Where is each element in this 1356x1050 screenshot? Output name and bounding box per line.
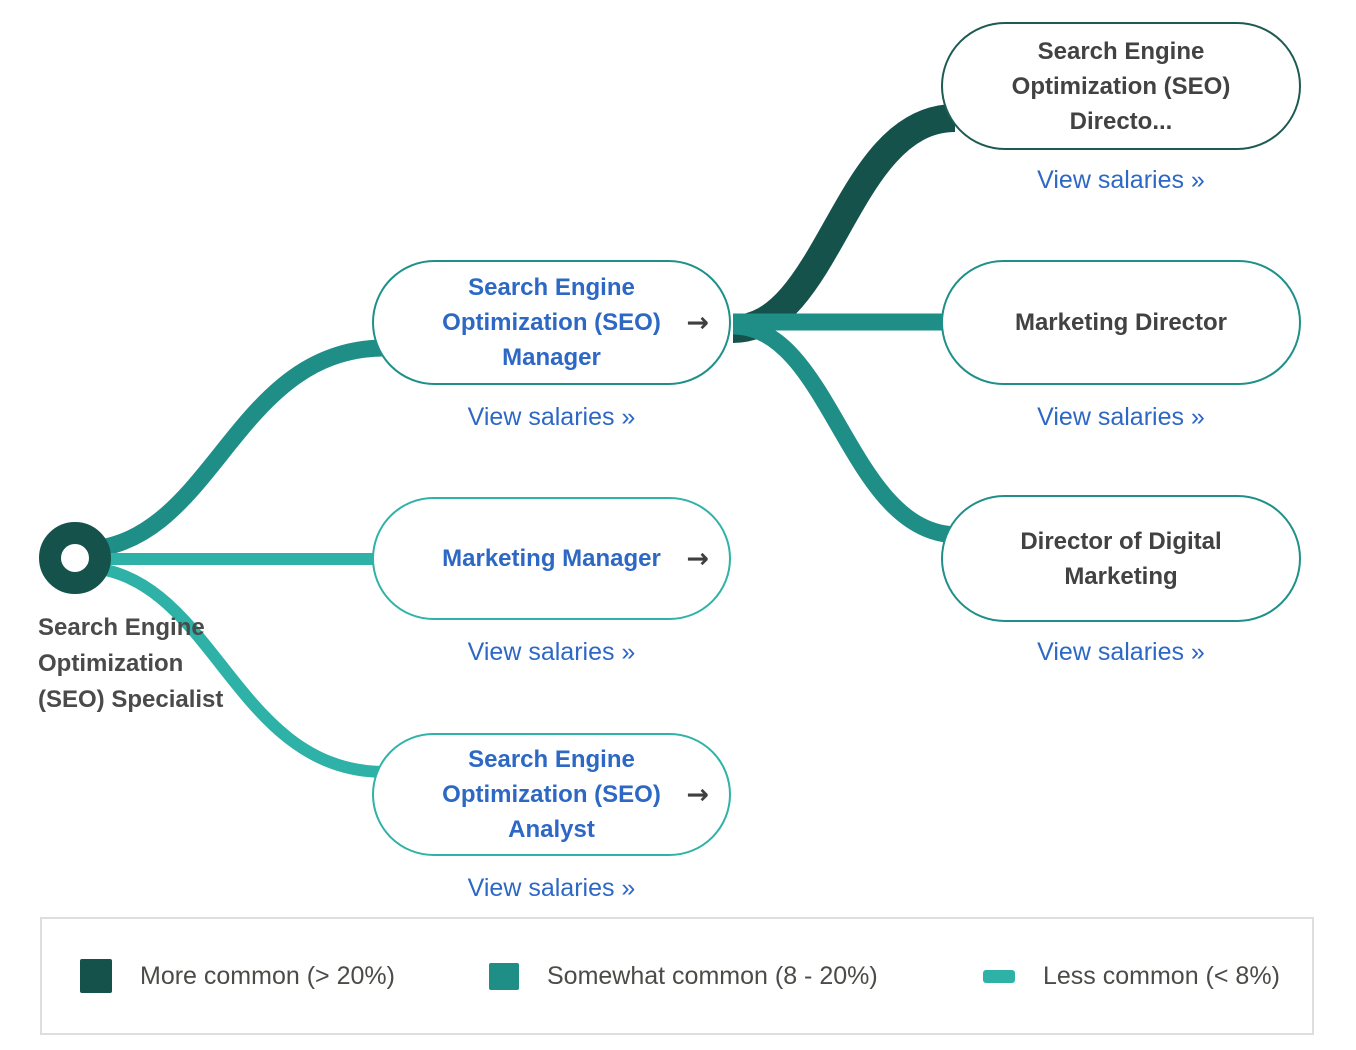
node-seo-analyst-title: Search Engine Optimization (SEO) Analyst [442,746,661,843]
view-salaries-link-seo-manager[interactable]: View salaries » [467,403,636,431]
node-marketing-manager[interactable]: Marketing Manager → [372,497,731,620]
legend: More common (> 20%) Somewhat common (8 -… [40,917,1314,1035]
node-digital-marketing-director[interactable]: Director of Digital Marketing [941,495,1301,622]
node-seo-analyst[interactable]: Search Engine Optimization (SEO) Analyst… [372,733,731,856]
legend-item-somewhat-common: Somewhat common (8 - 20%) [489,919,878,1033]
edge-root-to-seo-manager [77,339,386,559]
node-digital-marketing-director-title: Director of Digital Marketing [1020,527,1222,590]
legend-swatch-more-common [80,959,112,993]
node-seo-director-title: Search Engine Optimization (SEO) Directo… [1011,37,1231,135]
edge-seo-manager-to-digital-marketing-director [732,317,959,544]
legend-item-less-common: Less common (< 8%) [983,919,1280,1033]
node-marketing-director[interactable]: Marketing Director [941,260,1301,385]
view-salaries-link-digital-marketing-director[interactable]: View salaries » [1037,638,1205,666]
arrow-right-icon: → [686,307,709,338]
node-seo-manager[interactable]: Search Engine Optimization (SEO) Manager… [372,260,731,385]
arrow-right-icon: → [686,779,709,810]
legend-label-less-common: Less common (< 8%) [1043,961,1280,990]
view-salaries-link-seo-director[interactable]: View salaries » [1037,166,1205,194]
node-seo-manager-title: Search Engine Optimization (SEO) Manager [442,274,661,371]
legend-item-more-common: More common (> 20%) [80,919,395,1033]
edge-root-to-seo-analyst [77,561,386,778]
node-marketing-director-title: Marketing Director [1014,309,1228,336]
legend-label-more-common: More common (> 20%) [140,961,395,990]
view-salaries-link-seo-analyst[interactable]: View salaries » [467,874,636,902]
legend-swatch-less-common [983,969,1015,983]
view-salaries-link-marketing-manager[interactable]: View salaries » [467,638,636,666]
node-seo-director[interactable]: Search Engine Optimization (SEO) Directo… [941,22,1301,150]
root-node-circle [39,522,111,594]
node-marketing-manager-title: Marketing Manager [442,545,661,572]
root-job-title: Search Engine Optimization (SEO) Special… [38,614,224,713]
arrow-right-icon: → [686,543,709,574]
legend-label-somewhat-common: Somewhat common (8 - 20%) [547,961,878,990]
legend-swatch-somewhat-common [489,962,519,990]
view-salaries-link-marketing-director[interactable]: View salaries » [1037,403,1205,431]
edge-seo-manager-to-seo-director [731,104,956,343]
